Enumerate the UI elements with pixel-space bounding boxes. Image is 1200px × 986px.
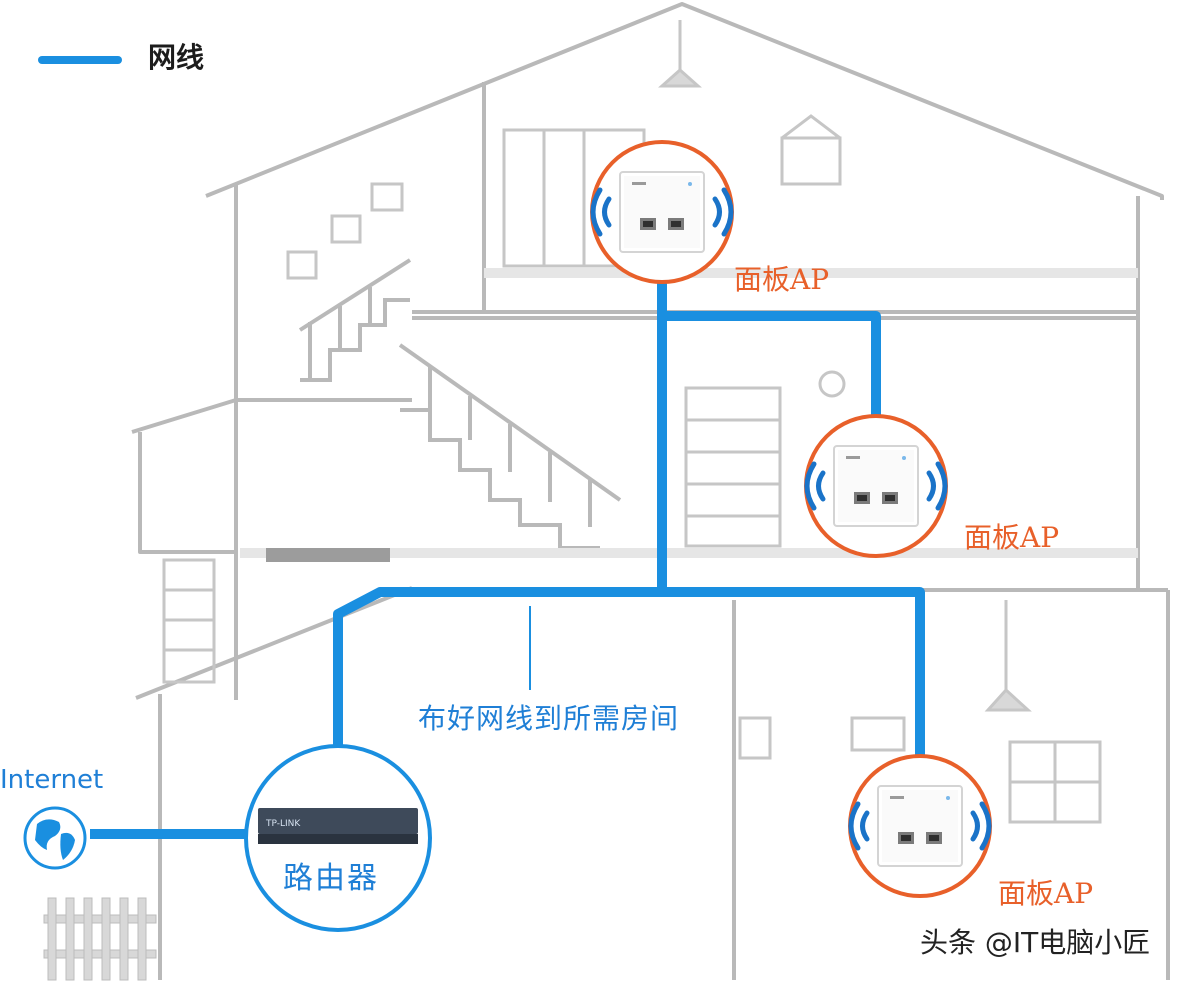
furniture	[162, 20, 1102, 824]
globe-icon	[23, 806, 87, 870]
network-cables	[90, 268, 925, 839]
legend-label: 网线	[148, 41, 205, 74]
router-node: TP-LINK	[244, 744, 432, 932]
fence	[43, 897, 157, 981]
access-point-3	[848, 754, 992, 898]
router-label: 路由器	[283, 861, 379, 896]
ap-label-3: 面板AP	[998, 877, 1094, 910]
access-point-1	[590, 140, 734, 284]
router-brand: TP-LINK	[265, 819, 301, 829]
ap-label-2: 面板AP	[964, 521, 1060, 554]
watermark: 头条 @IT电脑小匠	[920, 926, 1151, 959]
access-point-2	[804, 414, 948, 558]
internet-label: Internet	[0, 765, 104, 795]
cable-callout: 布好网线到所需房间	[418, 702, 680, 735]
staircase	[298, 258, 622, 550]
ap-label-1: 面板AP	[734, 263, 830, 296]
